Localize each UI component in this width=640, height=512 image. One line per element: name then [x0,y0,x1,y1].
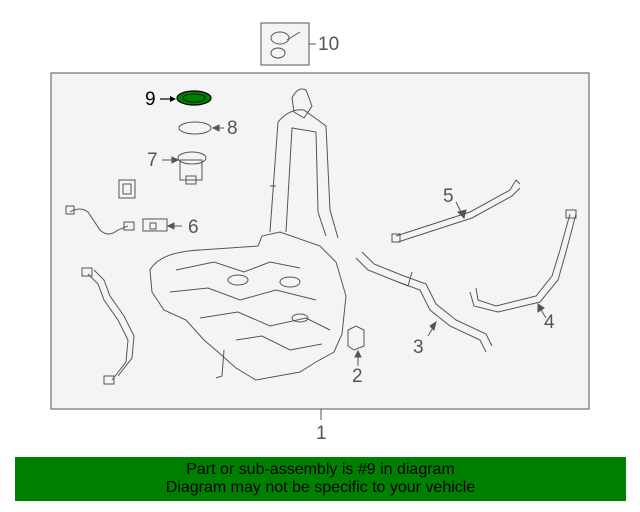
assembly-box [50,72,590,410]
callout-7[interactable]: 7 [147,150,158,171]
part-1-fuel-tank[interactable] [149,88,347,381]
part-3-filler-pipe[interactable] [355,251,493,353]
callout-10[interactable]: 10 [318,34,340,55]
part-4-strap[interactable] [469,209,577,319]
part-6-connector[interactable] [142,218,182,232]
part-5-strap[interactable] [391,179,521,243]
part-9-seal[interactable] [160,90,212,106]
banner-line-disclaimer: Diagram may not be specific to your vehi… [165,479,476,496]
callout-5[interactable]: 5 [443,186,454,207]
sensor-part[interactable] [118,179,136,199]
callout-2[interactable]: 2 [352,366,363,387]
banner-line-part: Part or sub-assembly is #9 in diagram [186,461,455,478]
part-7-pump[interactable] [162,151,207,185]
callout-3[interactable]: 3 [413,337,424,358]
callout-6[interactable]: 6 [188,217,199,238]
part-2-clip[interactable] [347,325,365,366]
part-8-ring[interactable] [178,121,224,135]
wire-harness-left[interactable] [65,205,135,235]
callout-9[interactable]: 9 [145,89,156,110]
vent-tube-left[interactable] [81,267,135,385]
callout-4[interactable]: 4 [544,312,555,333]
part-10-inset[interactable] [260,22,316,66]
diagram-notice-banner: Part or sub-assembly is #9 in diagram Di… [15,457,626,501]
parts-diagram [50,22,590,420]
callout-8[interactable]: 8 [227,118,238,139]
callout-1[interactable]: 1 [316,423,327,444]
